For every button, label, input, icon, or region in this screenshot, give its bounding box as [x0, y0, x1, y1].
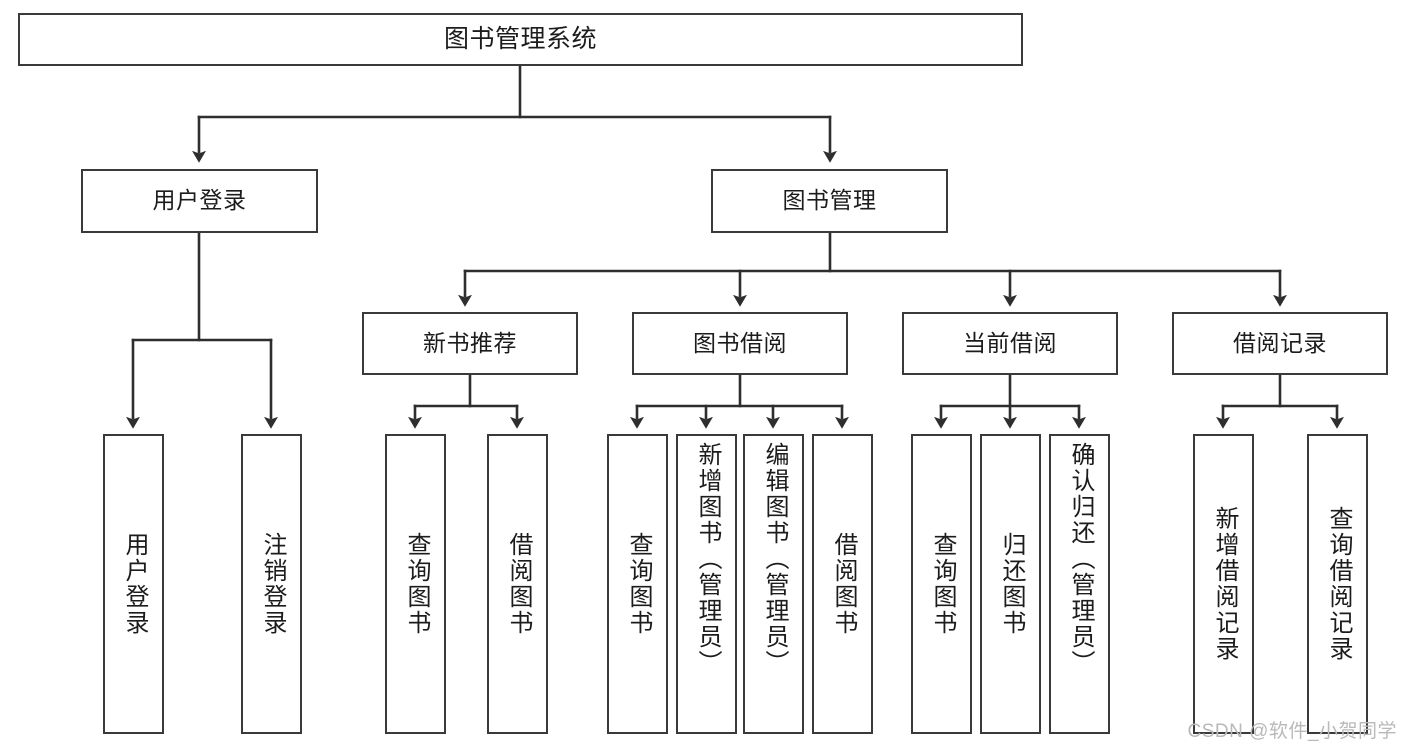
leaf-new-book-borrow[interactable]: 借阅图书 — [487, 434, 548, 734]
node-user-login[interactable]: 用户登录 — [81, 169, 318, 233]
leaf-book-borrow-query[interactable]: 查询图书 — [607, 434, 668, 734]
node-label: 图书管理 — [782, 187, 877, 214]
leaf-new-book-query[interactable]: 查询图书 — [385, 434, 446, 734]
node-book-management-system[interactable]: 图书管理系统 — [18, 13, 1023, 66]
node-label: 借阅记录 — [1233, 329, 1327, 356]
node-label: 归还图书 — [997, 532, 1025, 636]
csdn-watermark: CSDN @软件_小贺同学 — [1187, 721, 1397, 742]
node-label: 新书推荐 — [423, 329, 517, 356]
node-borrow-record[interactable]: 借阅记录 — [1172, 312, 1388, 375]
node-label: 借阅图书 — [504, 532, 532, 636]
leaf-current-borrow-query[interactable]: 查询图书 — [911, 434, 972, 734]
node-label: 编辑图书（管理员） — [760, 442, 788, 676]
leaf-current-borrow-return[interactable]: 归还图书 — [980, 434, 1041, 734]
node-book-borrow[interactable]: 图书借阅 — [632, 312, 848, 375]
leaf-book-borrow-edit[interactable]: 编辑图书（管理员） — [743, 434, 804, 734]
node-label: 借阅图书 — [829, 532, 857, 636]
leaf-borrow-record-add[interactable]: 新增借阅记录 — [1193, 434, 1254, 734]
node-label: 图书管理系统 — [443, 24, 597, 53]
node-label: 图书借阅 — [693, 329, 787, 356]
node-label: 查询图书 — [402, 532, 430, 636]
node-label: 查询借阅记录 — [1324, 506, 1352, 662]
node-label: 确认归还（管理员） — [1066, 442, 1094, 676]
node-label: 新增图书（管理员） — [693, 442, 721, 676]
node-book-management[interactable]: 图书管理 — [711, 169, 948, 233]
node-label: 当前借阅 — [963, 329, 1057, 356]
leaf-book-borrow-borrow[interactable]: 借阅图书 — [812, 434, 873, 734]
node-label: 新增借阅记录 — [1210, 506, 1238, 662]
leaf-book-borrow-add[interactable]: 新增图书（管理员） — [676, 434, 737, 734]
node-label: 注销登录 — [258, 532, 286, 636]
leaf-current-borrow-confirm-return[interactable]: 确认归还（管理员） — [1049, 434, 1110, 734]
node-current-borrow[interactable]: 当前借阅 — [902, 312, 1118, 375]
node-label: 用户登录 — [152, 187, 247, 214]
node-new-book-recommend[interactable]: 新书推荐 — [362, 312, 578, 375]
leaf-user-login-logout[interactable]: 注销登录 — [241, 434, 302, 734]
node-label: 查询图书 — [624, 532, 652, 636]
leaf-borrow-record-query[interactable]: 查询借阅记录 — [1307, 434, 1368, 734]
node-label: 用户登录 — [120, 532, 148, 636]
leaf-user-login-login[interactable]: 用户登录 — [103, 434, 164, 734]
node-label: 查询图书 — [928, 532, 956, 636]
